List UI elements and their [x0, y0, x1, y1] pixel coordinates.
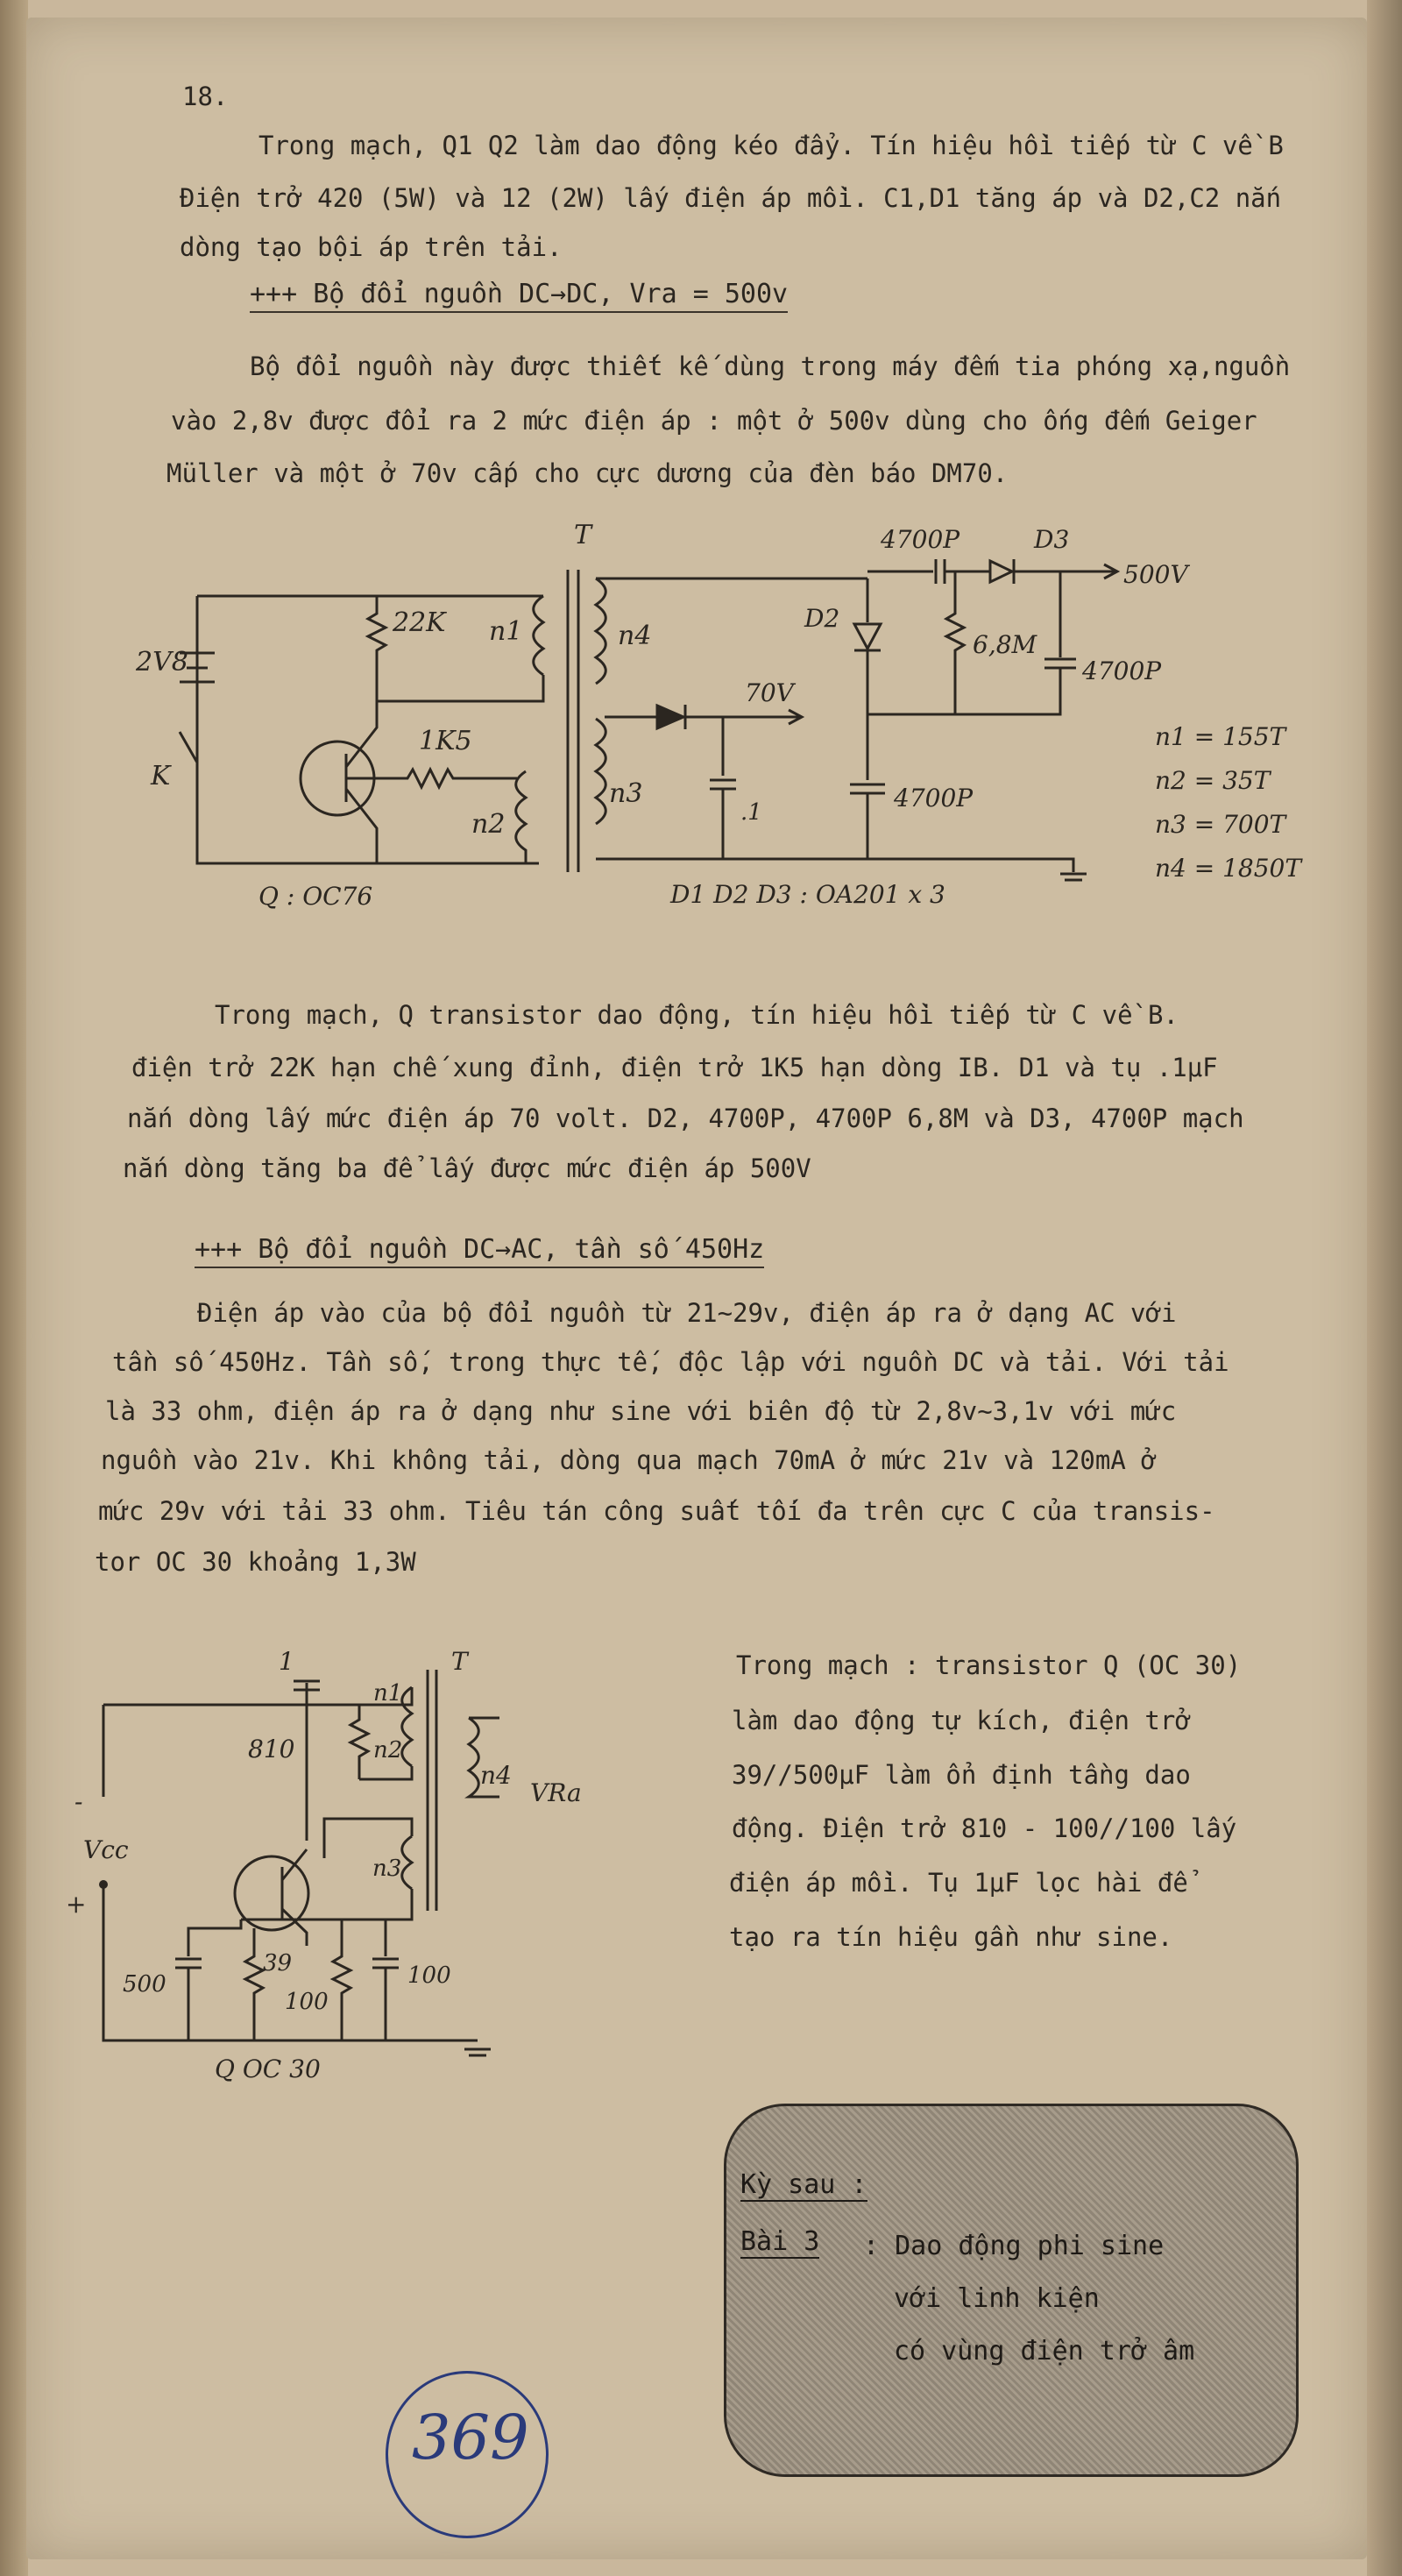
circuit-1-diagram: 2V8 K 22K 1K5 n1 n2 n4 n3 T 4700P D3 500…	[135, 520, 1303, 911]
turns-n1: n1 = 155T	[1155, 722, 1288, 751]
side-text-6: tạo ra tín hiệu gần như sine.	[729, 1922, 1173, 1952]
q-label: Q : OC76	[258, 882, 372, 911]
section-1-para-1: Bộ đổi nguồn này được thiết kế dùng tron…	[250, 351, 1291, 381]
section-2-para-6: tor OC 30 khoảng 1,3W	[95, 1547, 416, 1577]
circuit-2-diagram: 1 810 n1 n2 n3 n4 T VRa Vcc - + 500 39 1…	[66, 1647, 582, 2083]
c2-c500-label: 500	[123, 1971, 166, 1998]
switch-label: K	[150, 761, 172, 791]
desc-1-line-4: nắn dòng tăng ba để lấy được mức điện áp…	[123, 1153, 811, 1183]
c-mid-label: 4700P	[893, 784, 974, 813]
c2-n3-label: n3	[372, 1856, 401, 1882]
side-text-3: 39//500μF làm ổn định tầng dao	[732, 1760, 1191, 1790]
n3-label: n3	[609, 778, 642, 809]
r68m-label: 6,8M	[973, 630, 1038, 659]
section-1-para-2: vào 2,8v được đổi ra 2 mức điện áp : một…	[171, 406, 1257, 436]
next-lesson-box	[724, 2104, 1299, 2477]
intro-line-3: dòng tạo bội áp trên tải.	[180, 232, 563, 262]
n1-label: n1	[489, 616, 522, 647]
page-number: 18.	[182, 82, 229, 111]
section-1-para-3: Müller và một ở 70v cấp cho cực dương củ…	[166, 458, 1009, 488]
c-top-label: 4700P	[880, 525, 960, 554]
c1-label: .1	[740, 799, 762, 826]
section-2-heading: +++ Bộ đổi nguồn DC→AC, tần số 450Hz	[195, 1234, 765, 1268]
c2-r100-label: 100	[285, 1989, 329, 2015]
next-lesson-label: Kỳ sau :	[740, 2169, 867, 2202]
c2-t-label: T	[451, 1647, 470, 1676]
battery-label: 2V8	[135, 647, 188, 678]
c2-c100-label: 100	[407, 1962, 451, 1989]
next-lesson-title-3: có vùng điện trở âm	[894, 2336, 1195, 2367]
next-lesson-title-1: : Dao động phi sine	[863, 2231, 1165, 2261]
section-2-para-2: tần số 450Hz. Tần số, trong thực tế, độc…	[112, 1347, 1229, 1377]
c2-r39-label: 39	[263, 1950, 292, 1976]
desc-1-line-2: điện trở 22K hạn chế xung đỉnh, điện trở…	[131, 1053, 1218, 1082]
c2-c1-label: 1	[279, 1647, 294, 1676]
r22k-label: 22K	[392, 607, 447, 638]
r1k5-label: 1K5	[419, 726, 472, 756]
section-2-para-4: nguồn vào 21v. Khi không tải, dòng qua m…	[101, 1445, 1157, 1475]
n2-label: n2	[471, 809, 505, 840]
side-text-1: Trong mạch : transistor Q (OC 30)	[736, 1650, 1242, 1680]
out-500v-label: 500V	[1123, 560, 1190, 589]
section-2-para-1: Điện áp vào của bộ đổi nguồn từ 21~29v, …	[197, 1298, 1177, 1328]
c2-minus-label: -	[74, 1787, 82, 1816]
c2-n4-label: n4	[480, 1761, 512, 1790]
d2-label: D2	[804, 604, 839, 633]
c2-q-label: Q OC 30	[215, 2054, 321, 2083]
section-2-para-5: mức 29v với tải 33 ohm. Tiêu tán công su…	[98, 1496, 1215, 1526]
intro-line-1: Trong mạch, Q1 Q2 làm dao động kéo đẩy. …	[258, 131, 1284, 160]
section-1-heading: +++ Bộ đổi nguồn DC→DC, Vra = 500v	[250, 279, 789, 313]
desc-1-line-3: nắn dòng lấy mức điện áp 70 volt. D2, 47…	[127, 1103, 1244, 1133]
c2-vra-label: VRa	[530, 1778, 582, 1807]
c-right-label: 4700P	[1081, 656, 1162, 685]
c2-n1-label: n1	[373, 1680, 402, 1707]
intro-line-2: Điện trở 420 (5W) và 12 (2W) lấy điện áp…	[180, 183, 1282, 213]
side-text-4: động. Điện trở 810 - 100//100 lấy	[732, 1813, 1237, 1843]
n4-label: n4	[618, 621, 651, 651]
side-text-5: điện áp mồi. Tụ 1μF lọc hài để	[729, 1868, 1188, 1898]
diodes-label: D1 D2 D3 : OA201 x 3	[669, 880, 945, 909]
transformer-label: T	[574, 520, 593, 550]
c2-vcc-label: Vcc	[83, 1835, 129, 1864]
section-2-para-3: là 33 ohm, điện áp ra ở dạng như sine vớ…	[105, 1396, 1177, 1426]
d3-label: D3	[1033, 525, 1069, 554]
side-text-2: làm dao động tự kích, điện trở	[732, 1706, 1191, 1735]
page-stamp-circle	[386, 2371, 549, 2538]
next-lesson-title-2: với linh kiện	[894, 2283, 1100, 2314]
c2-r810-label: 810	[248, 1735, 294, 1763]
c2-n2-label: n2	[373, 1737, 402, 1763]
book-spine	[0, 0, 28, 2576]
turns-n3: n3 = 700T	[1155, 810, 1288, 839]
turns-n4: n4 = 1850T	[1155, 854, 1303, 883]
next-lesson-number: Bài 3	[740, 2226, 820, 2259]
c2-plus-label: +	[66, 1890, 86, 1919]
desc-1-line-1: Trong mạch, Q transistor dao động, tín h…	[215, 1000, 1179, 1030]
out-70v-label: 70V	[745, 678, 797, 707]
page-stamp-number: 369	[412, 2402, 529, 2473]
page-edge	[1367, 0, 1402, 2576]
turns-n2: n2 = 35T	[1155, 766, 1272, 795]
